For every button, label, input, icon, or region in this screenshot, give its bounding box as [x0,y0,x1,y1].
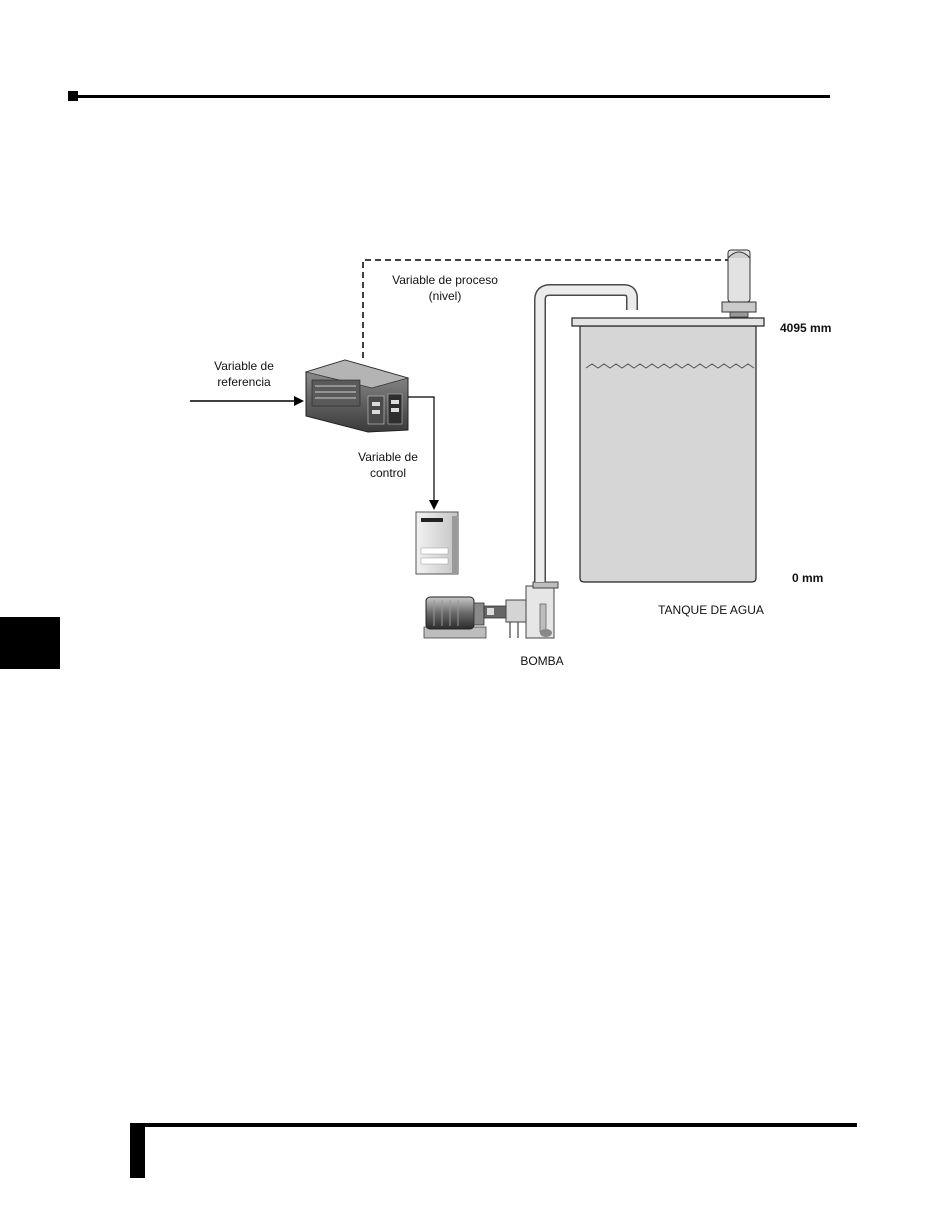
header-rule [68,91,830,101]
header-bullet [68,91,78,101]
footer-bar [130,1123,145,1178]
header-line [78,95,830,98]
water-tank-icon [572,318,764,582]
electric-motor-icon [424,597,508,638]
process-variable-label-line2: (nivel) [429,289,462,303]
chapter-tab [0,617,60,669]
pump-label: BOMBA [520,654,563,668]
plc-controller-icon [306,360,408,432]
footer-rule [130,1123,857,1178]
footer-line [130,1123,857,1127]
centrifugal-pump-icon [506,582,558,638]
reference-variable-label-line1: Variable de [214,359,274,373]
level-min-label: 0 mm [792,571,823,585]
tank-label: TANQUE DE AGUA [658,603,764,617]
reference-variable-arrow [190,396,304,406]
variable-frequency-drive-icon [416,512,458,574]
reference-variable-label-line2: referencia [217,375,271,389]
control-variable-label-line2: control [370,466,406,480]
level-max-label: 4095 mm [780,321,831,335]
process-variable-label-line1: Variable de proceso [392,273,498,287]
control-variable-label-line1: Variable de [358,450,418,464]
